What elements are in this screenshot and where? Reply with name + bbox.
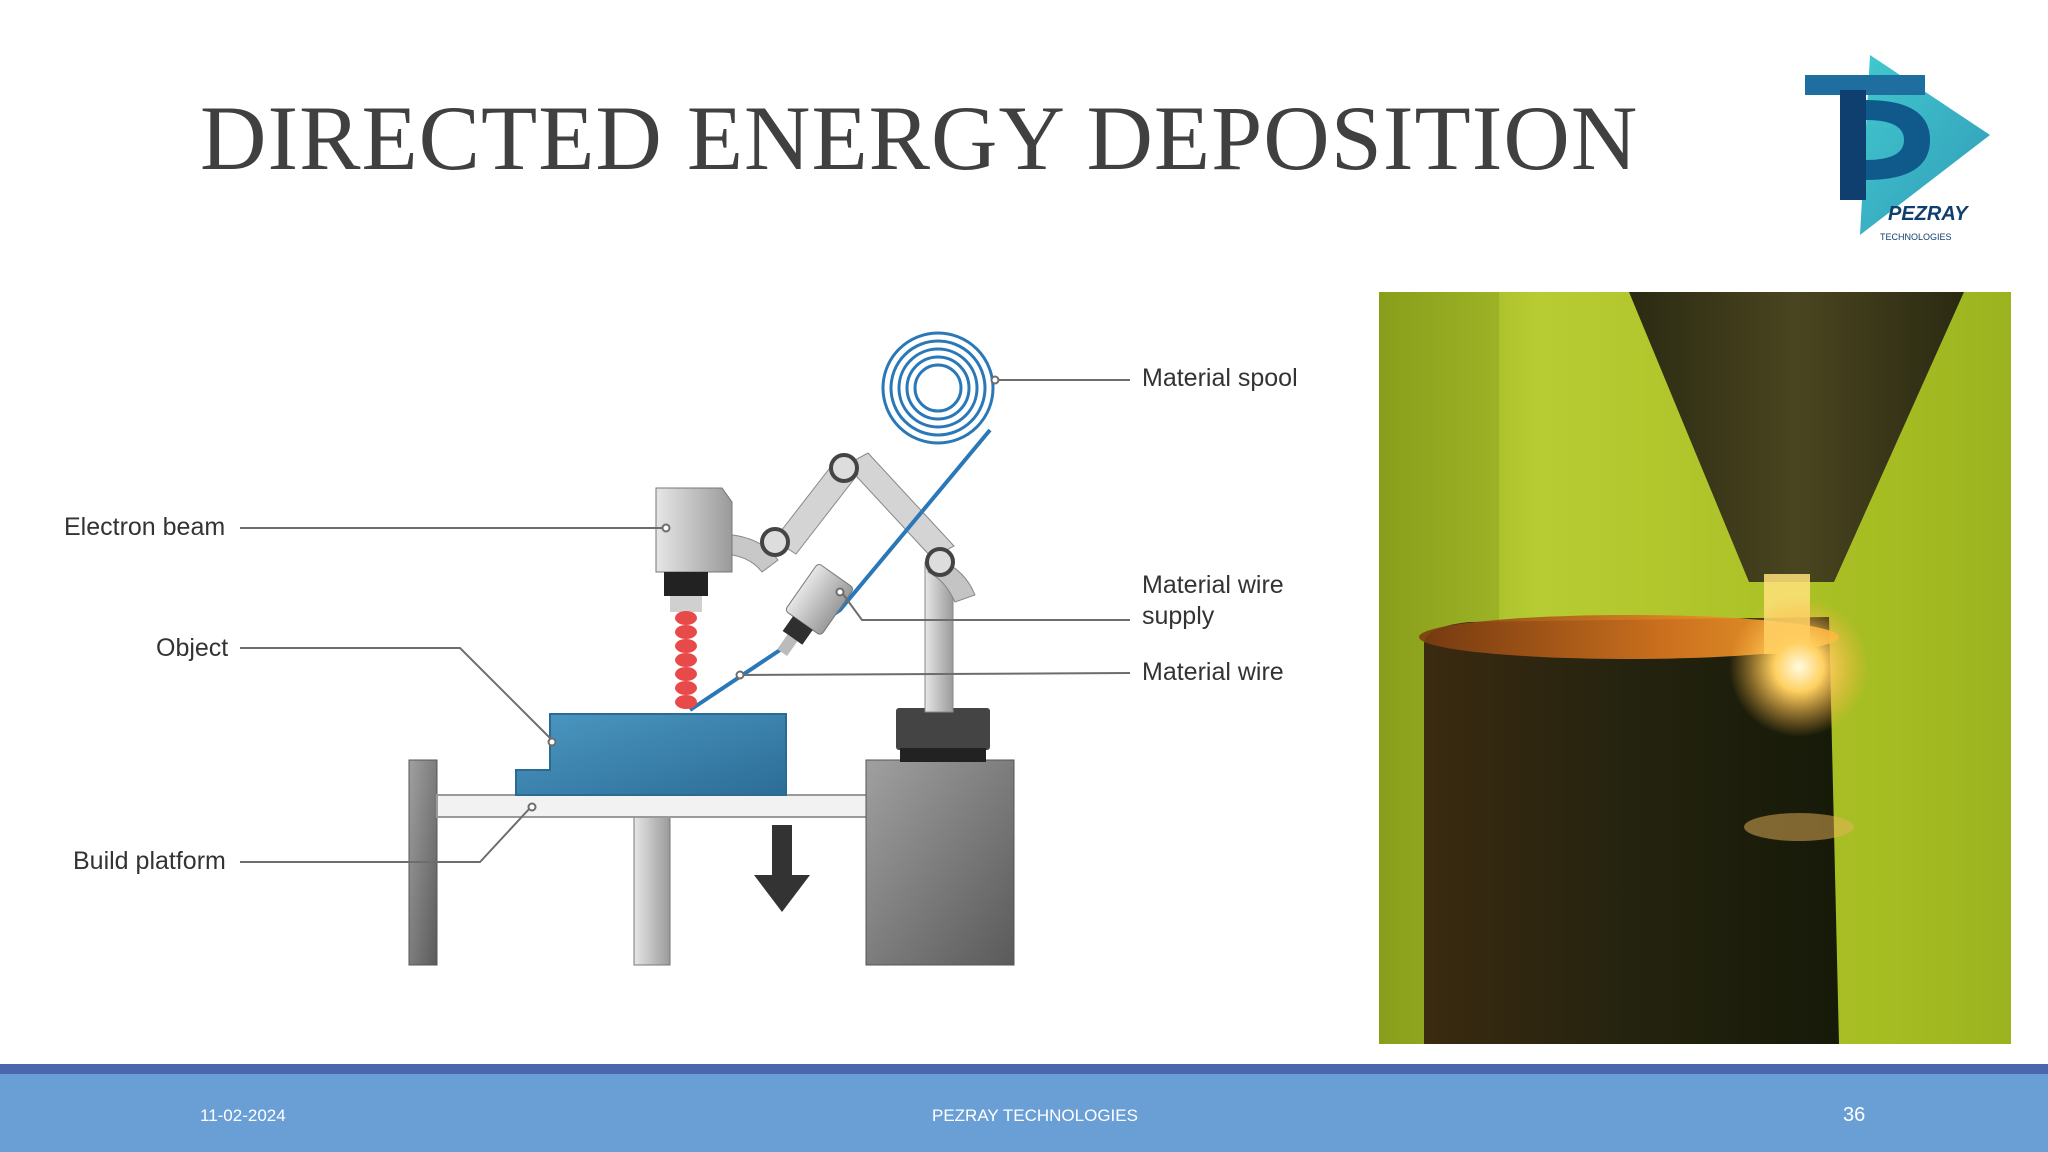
label-electron-beam: Electron beam xyxy=(64,513,225,541)
footer-company: PEZRAY TECHNOLOGIES xyxy=(932,1106,1138,1125)
footer-date: 11-02-2024 xyxy=(200,1106,286,1125)
label-object: Object xyxy=(156,634,228,662)
deposition-photo xyxy=(1379,292,2011,1044)
down-arrow-icon xyxy=(754,825,810,912)
electron-beam-gun xyxy=(655,487,733,573)
slide-footer: 11-02-2024 PEZRAY TECHNOLOGIES 36 xyxy=(0,1074,2048,1152)
ded-diagram: Material spool Electron beam Material wi… xyxy=(64,331,1298,966)
label-material-wire-supply-line2: supply xyxy=(1142,602,1215,630)
label-build-platform: Build platform xyxy=(73,847,226,875)
material-spool-icon xyxy=(881,331,995,445)
slide-title: DIRECTED ENERGY DEPOSITION xyxy=(200,87,1639,189)
robot-base xyxy=(865,759,1015,966)
nozzle-cone xyxy=(1629,292,1964,582)
platform-center-post xyxy=(633,814,671,966)
footer-page-number: 36 xyxy=(1843,1104,1866,1126)
label-material-spool: Material spool xyxy=(1142,364,1298,392)
label-material-wire-supply-line1: Material wire xyxy=(1142,571,1284,599)
pezray-logo-icon: PEZRAY TECHNOLOGIES xyxy=(1805,55,1990,242)
build-platform xyxy=(436,794,868,818)
part-cylinder xyxy=(1424,617,1839,1044)
logo-tagline-text: TECHNOLOGIES xyxy=(1880,232,1952,242)
wire-feeder-nozzle xyxy=(777,564,854,657)
logo-brand-text: PEZRAY xyxy=(1888,203,1969,225)
electron-beam xyxy=(675,611,697,709)
footer-divider xyxy=(0,1064,2048,1074)
melt-pool-glow xyxy=(1729,597,1869,737)
label-material-wire: Material wire xyxy=(1142,658,1284,686)
object-shape xyxy=(515,713,787,796)
